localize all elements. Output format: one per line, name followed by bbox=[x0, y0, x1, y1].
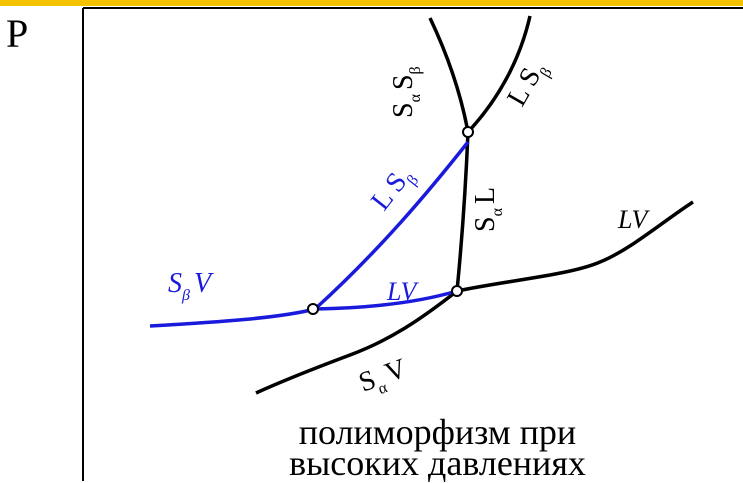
pressure-axis-label: P bbox=[6, 11, 29, 56]
label-sa-v: SαV bbox=[355, 353, 413, 403]
curve-sa-v bbox=[255, 289, 459, 395]
curve-sa-sb bbox=[428, 17, 470, 133]
label-lv-blue: LV bbox=[386, 277, 419, 306]
curve-l-sb-upper bbox=[466, 15, 532, 134]
curve-l-sb-blue bbox=[313, 140, 470, 311]
caption-line-1: полиморфизм при bbox=[298, 412, 577, 452]
label-l-sb-upper: L Sβ bbox=[501, 55, 556, 114]
triple-point-metastable bbox=[307, 303, 319, 315]
accent-bar bbox=[0, 0, 743, 6]
curve-sb-v bbox=[149, 307, 316, 328]
curve-lv-right bbox=[456, 200, 694, 293]
triple-point-upper bbox=[462, 126, 474, 138]
curve-sa-l bbox=[455, 131, 470, 292]
label-lv-right: LV bbox=[617, 205, 650, 234]
triple-point-right bbox=[451, 285, 463, 297]
caption-line-2: высоких давлениях bbox=[289, 443, 586, 483]
curve-lv-blue bbox=[314, 289, 458, 311]
label-l-sb-blue: L Sβ bbox=[365, 160, 422, 219]
label-sa-l: SαL bbox=[470, 187, 506, 232]
label-sa-sb: SαSβ bbox=[388, 66, 424, 118]
